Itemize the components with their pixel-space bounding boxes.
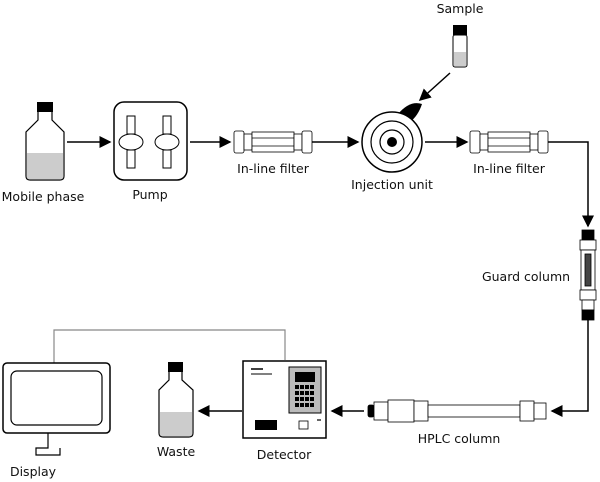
- flow-arrow: [550, 320, 589, 417]
- label-inline-filter-1: In-line filter: [237, 161, 309, 176]
- hplc-column-icon: [367, 399, 547, 423]
- pump-icon: [113, 101, 188, 181]
- label-detector: Detector: [256, 447, 312, 462]
- flow-arrow: [548, 141, 594, 228]
- sample-vial-icon: [452, 25, 468, 68]
- injection-unit-icon: [361, 103, 423, 173]
- display-cable: [53, 329, 286, 364]
- inline-filter-icon: [469, 130, 549, 154]
- detector-icon: [242, 360, 327, 439]
- label-inline-filter-2: In-line filter: [473, 161, 545, 176]
- label-display: Display: [9, 464, 57, 479]
- label-hplc-column: HPLC column: [417, 431, 501, 446]
- label-guard-column: Guard column: [481, 269, 571, 284]
- guard-column-icon: [579, 229, 597, 321]
- label-mobile-phase: Mobile phase: [1, 189, 85, 204]
- label-injection-unit: Injection unit: [351, 177, 433, 192]
- inline-filter-icon: [233, 130, 313, 154]
- display-monitor-icon: [2, 362, 111, 456]
- label-waste: Waste: [156, 444, 196, 459]
- label-sample: Sample: [436, 1, 484, 16]
- sample-arrow: [418, 72, 451, 102]
- waste-bottle-icon: [158, 362, 194, 438]
- label-pump: Pump: [132, 187, 168, 202]
- mobile-phase-bottle-icon: [25, 102, 65, 181]
